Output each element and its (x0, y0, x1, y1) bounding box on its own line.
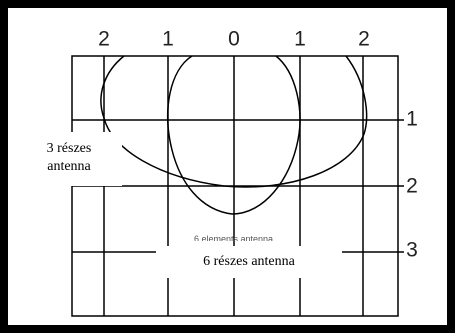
callout-3-element-text: 3 részes antenna (46, 141, 92, 174)
top-axis-label-2: 1 (162, 27, 174, 51)
overprinted-english-label: 6 elements antenna (194, 234, 274, 241)
right-axis-label-2: 2 (406, 174, 418, 198)
callout-6-element-text: 6 részes antenna (203, 254, 295, 269)
right-axis-label-3: 3 (406, 238, 418, 262)
callout-3-element-antenna: 3 részes antenna (16, 132, 122, 186)
pattern-6-element (167, 55, 301, 215)
top-axis-label-4: 1 (294, 27, 306, 51)
top-axis-label-5: 2 (358, 27, 370, 51)
callout-6-element-antenna: 6 részes antenna (156, 246, 342, 278)
right-axis-label-1: 1 (406, 107, 418, 131)
top-axis-label-3: 0 (228, 27, 240, 51)
top-axis-label-1: 2 (98, 27, 110, 51)
pattern-3-element (100, 55, 368, 188)
